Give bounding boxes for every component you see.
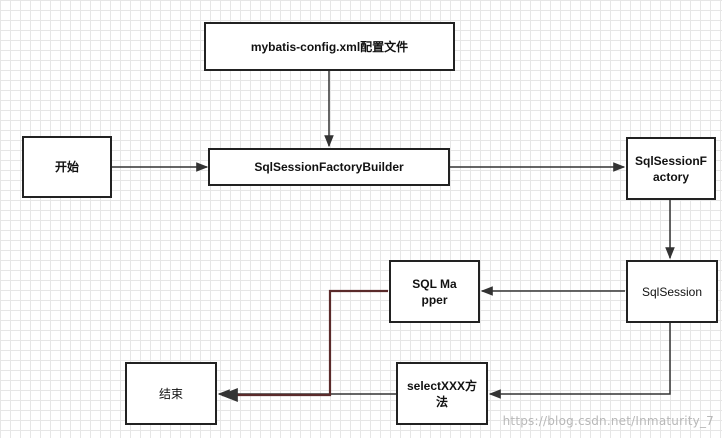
node-start-label: 开始 — [54, 160, 79, 174]
node-sql-mapper-label: SQL Mapper — [412, 276, 457, 307]
node-session-factory-label: SqlSessionFactory — [634, 153, 708, 184]
node-session-factory[interactable]: SqlSessionFactory — [626, 137, 716, 200]
node-factory-builder[interactable]: SqlSessionFactoryBuilder — [208, 148, 450, 186]
edge-mapper-to-end — [220, 289, 388, 403]
node-start[interactable]: 开始 — [22, 136, 112, 198]
node-sql-session[interactable]: SqlSession — [626, 260, 718, 323]
edge-session-to-select — [488, 323, 671, 399]
node-config-file[interactable]: mybatis-config.xml配置文件 — [204, 22, 455, 71]
node-end-label: 结束 — [158, 386, 183, 401]
watermark-text: https://blog.csdn.net/Inmaturity_7 — [502, 414, 714, 428]
node-sql-mapper[interactable]: SQL Mapper — [389, 260, 480, 323]
node-factory-builder-label: SqlSessionFactoryBuilder — [254, 160, 404, 174]
node-sql-session-label: SqlSession — [641, 284, 703, 299]
node-end[interactable]: 结束 — [125, 362, 217, 425]
node-config-file-label: mybatis-config.xml配置文件 — [250, 39, 409, 54]
node-select-method[interactable]: selectXXX方法 — [396, 362, 488, 425]
node-select-method-label: selectXXX方法 — [406, 378, 478, 409]
